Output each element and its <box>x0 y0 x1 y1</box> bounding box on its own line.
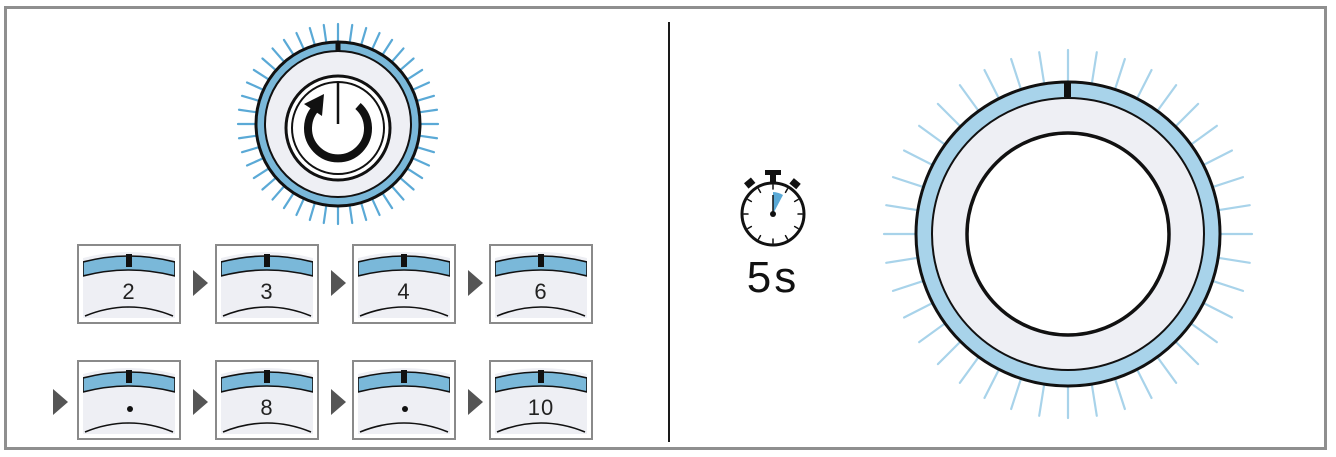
large-knob-marker <box>1064 81 1071 97</box>
step-label: 10 <box>527 395 555 420</box>
power-knob-rays <box>236 22 440 226</box>
arrow-right-icon <box>193 389 208 415</box>
dial-step-8: 8 <box>215 360 319 440</box>
power-knob-marker <box>335 42 341 52</box>
step-dot <box>402 406 408 412</box>
large-knob-center <box>965 131 1171 337</box>
step-label: 4 <box>397 279 411 304</box>
dial-step-3: 3 <box>215 244 319 324</box>
dial-step-intermediate <box>77 360 181 440</box>
step-label: 8 <box>260 395 274 420</box>
arrow-right-icon <box>331 389 346 415</box>
dial-step-4: 4 <box>352 244 456 324</box>
step-label: 3 <box>260 279 274 304</box>
arrow-right-icon <box>193 270 208 296</box>
timer-duration-label: 5s <box>746 253 800 302</box>
panel-divider <box>668 22 670 442</box>
dial-step-10: 10 <box>489 360 593 440</box>
arrow-right-icon <box>468 389 483 415</box>
step-dot <box>127 406 133 412</box>
dial-step-2: 2 <box>77 244 181 324</box>
power-icon <box>284 74 392 182</box>
power-knob <box>236 22 440 226</box>
arrow-right-icon <box>468 270 483 296</box>
step-label: 2 <box>122 279 136 304</box>
step-label: 6 <box>534 279 548 304</box>
dial-step-intermediate <box>352 360 456 440</box>
dial-step-6: 6 <box>489 244 593 324</box>
large-knob-rays <box>882 48 1254 420</box>
stopwatch-icon <box>740 170 806 247</box>
large-knob <box>882 48 1254 420</box>
arrow-right-icon <box>53 389 68 415</box>
arrow-right-icon <box>331 270 346 296</box>
